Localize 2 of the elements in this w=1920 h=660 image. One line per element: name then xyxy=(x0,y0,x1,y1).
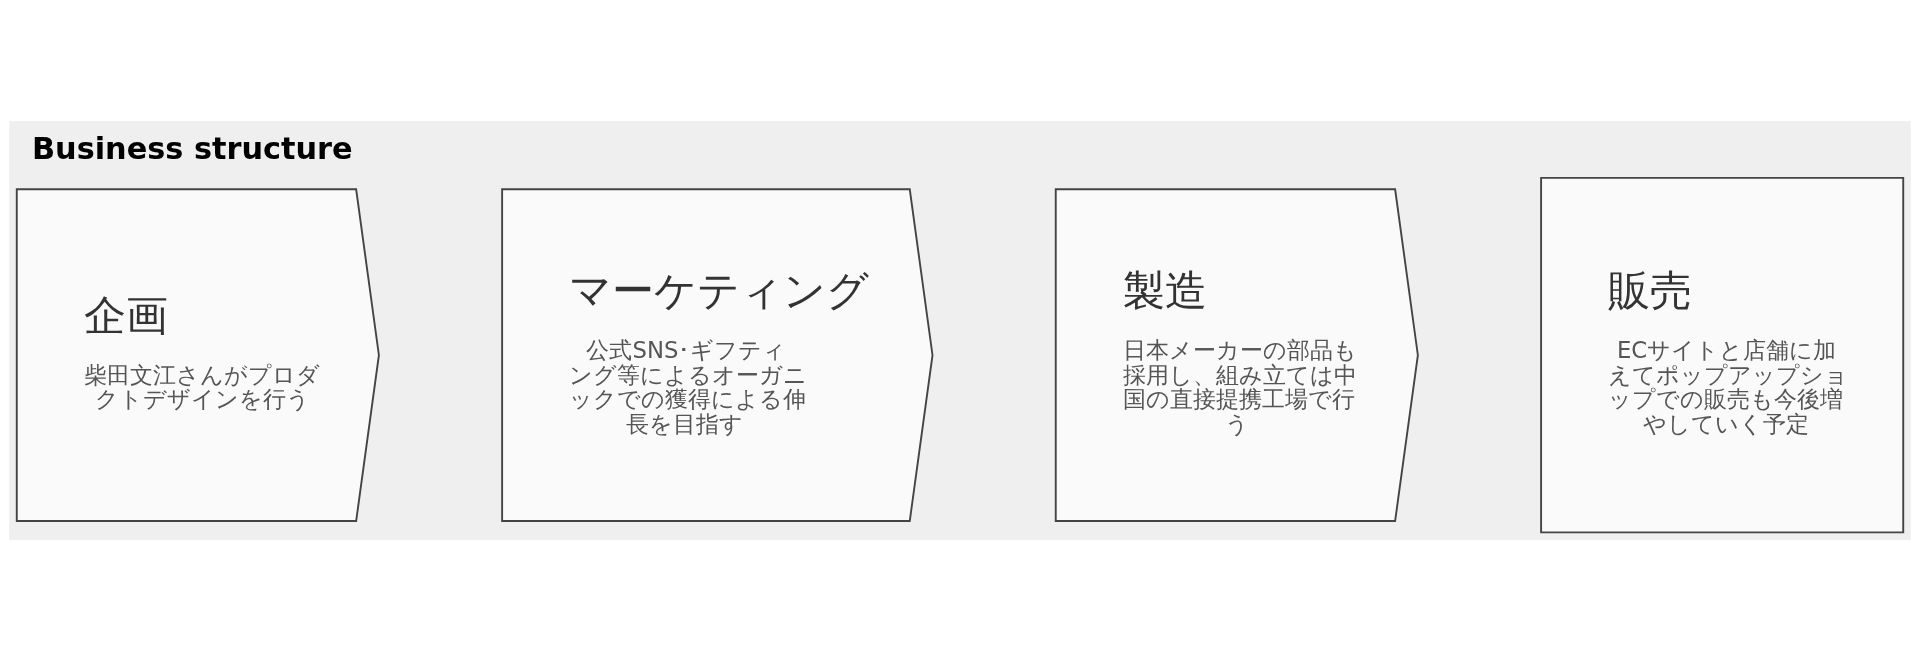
diagram-title: Business structure xyxy=(31,130,353,166)
node-box: 販売 ECサイトと店舗に加えてポップアップショップでの販売も今後増やしていく予定 xyxy=(1540,176,1905,533)
